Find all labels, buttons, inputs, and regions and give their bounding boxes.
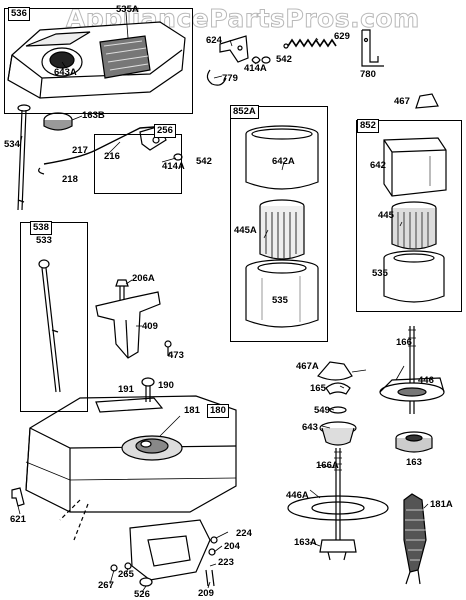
part-label: 473 bbox=[168, 350, 184, 361]
part-label: 204 bbox=[224, 541, 240, 552]
knob-467-drawing bbox=[415, 93, 439, 109]
part-label: 535 bbox=[272, 295, 288, 306]
bracket-780-drawing bbox=[361, 29, 384, 67]
group-label-180: 180 bbox=[207, 404, 229, 418]
part-label: 209 bbox=[198, 588, 214, 599]
fuel-stack-drawing bbox=[287, 361, 389, 561]
part-label: 629 bbox=[334, 31, 350, 42]
group-frame-538 bbox=[20, 222, 88, 412]
part-label: 414A bbox=[244, 63, 267, 74]
part-label: 265 bbox=[118, 569, 134, 580]
part-label: 216 bbox=[104, 151, 120, 162]
part-label: 165 bbox=[310, 383, 326, 394]
group-frame-852 bbox=[356, 120, 462, 312]
part-label: 534 bbox=[4, 139, 20, 150]
part-label: 206A bbox=[132, 273, 155, 284]
part-label: 642 bbox=[370, 160, 386, 171]
part-label: 445 bbox=[378, 210, 394, 221]
part-label: 163 bbox=[406, 457, 422, 468]
part-label: 190 bbox=[158, 380, 174, 391]
throttle-bracket-drawing bbox=[206, 35, 271, 86]
part-label: 166 bbox=[396, 337, 412, 348]
part-label: 642A bbox=[272, 156, 295, 167]
part-label: 409 bbox=[142, 321, 158, 332]
part-label: 166A bbox=[316, 460, 339, 471]
part-label: 181 bbox=[184, 405, 200, 416]
part-label: 643 bbox=[302, 422, 318, 433]
group-label-852A: 852A bbox=[230, 105, 259, 119]
bolt-190-drawing bbox=[141, 377, 155, 402]
part-label: 224 bbox=[236, 528, 252, 539]
part-label: 467A bbox=[296, 361, 319, 372]
group-frame-256 bbox=[94, 134, 182, 194]
tank-bracket-drawing bbox=[110, 519, 218, 587]
part-label: 223 bbox=[218, 557, 234, 568]
part-label: 624 bbox=[206, 35, 222, 46]
bushing-163-drawing bbox=[395, 431, 433, 453]
part-label: 267 bbox=[98, 580, 114, 591]
dipstick-533-drawing bbox=[38, 259, 61, 393]
group-frame-852A bbox=[230, 106, 328, 342]
part-label: 535A bbox=[116, 4, 139, 15]
part-label: 643A bbox=[54, 67, 77, 78]
part-label: 163A bbox=[294, 537, 317, 548]
part-label: 446 bbox=[418, 375, 434, 386]
fuel-pipe-446-drawing bbox=[379, 326, 445, 414]
group-frame-180 bbox=[18, 404, 242, 516]
fuel-cap-dipstick-drawing bbox=[17, 104, 73, 211]
part-label: 446A bbox=[286, 490, 309, 501]
part-label: 779 bbox=[222, 73, 238, 84]
part-label: 191 bbox=[118, 384, 134, 395]
part-label: 445A bbox=[234, 225, 257, 236]
bracket-409-drawing bbox=[95, 279, 172, 359]
part-label: 621 bbox=[10, 514, 26, 525]
group-label-538: 538 bbox=[30, 221, 52, 235]
air-filter-852-drawing bbox=[383, 137, 447, 303]
part-label: 535 bbox=[372, 268, 388, 279]
part-label: 414A bbox=[162, 161, 185, 172]
part-label: 549 bbox=[314, 405, 330, 416]
group-frame-536 bbox=[4, 8, 193, 114]
part-label: 181A bbox=[430, 499, 453, 510]
part-label: 163B bbox=[82, 110, 105, 121]
part-label: 533 bbox=[36, 235, 52, 246]
group-label-256: 256 bbox=[154, 124, 176, 138]
part-label: 467 bbox=[394, 96, 410, 107]
part-label: 218 bbox=[62, 174, 78, 185]
filter-181A-drawing bbox=[403, 493, 427, 585]
part-label: 217 bbox=[72, 145, 88, 156]
part-label: 542 bbox=[276, 54, 292, 65]
air-filter-852A-drawing bbox=[245, 125, 319, 328]
leader-lines bbox=[17, 11, 429, 593]
part-label: 780 bbox=[360, 69, 376, 80]
air-cleaner-base-drawing bbox=[7, 21, 186, 99]
group-label-536: 536 bbox=[8, 7, 30, 21]
part-label: 526 bbox=[134, 589, 150, 600]
group-label-852: 852 bbox=[357, 119, 379, 133]
governor-spring-drawing bbox=[283, 38, 337, 49]
part-label: 542 bbox=[196, 156, 212, 167]
